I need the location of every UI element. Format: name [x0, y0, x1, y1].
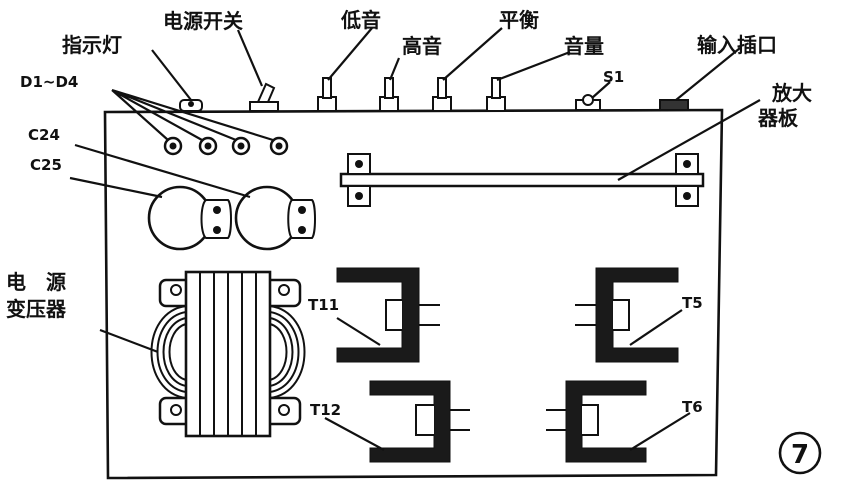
input-jack: [659, 99, 689, 111]
s1-leader: [591, 81, 611, 99]
label-power-transformer-2: 变压器: [6, 297, 67, 321]
label-treble: 高音: [402, 34, 442, 58]
capacitor-c25: [69, 176, 232, 251]
heatsink-t5: [575, 267, 683, 363]
heatsink-t11: [336, 267, 440, 363]
label-indicator-lamp: 指示灯: [62, 33, 122, 57]
volume-knob: [486, 77, 506, 112]
figure-number-circle: [778, 431, 822, 475]
label-t11: T11: [308, 296, 339, 314]
s1-switch: [575, 94, 601, 111]
label-amplifier-board-1: 放大: [771, 81, 812, 105]
label-diodes: D1~D4: [20, 73, 78, 91]
label-s1: S1: [603, 68, 624, 86]
bass-knob: [317, 77, 337, 112]
volume-leader: [496, 50, 571, 82]
power-switch-leader: [236, 29, 264, 87]
label-volume: 音量: [564, 34, 604, 58]
label-t6: T6: [682, 398, 703, 416]
bass-leader: [327, 27, 373, 81]
label-input-jack: 输入插口: [697, 33, 777, 57]
power-transformer: [99, 270, 306, 438]
label-amplifier-board-2: 器板: [757, 106, 799, 130]
label-c25: C25: [30, 156, 62, 174]
label-balance: 平衡: [499, 8, 539, 32]
label-t12: T12: [310, 401, 341, 419]
label-c24: C24: [28, 126, 60, 144]
label-power-transformer-1: 电 源: [6, 270, 66, 294]
balance-knob: [432, 77, 452, 112]
power-switch: [249, 82, 279, 112]
treble-knob: [379, 77, 399, 112]
treble-leader: [388, 57, 401, 81]
balance-leader: [442, 27, 503, 81]
diodes-group: [111, 88, 289, 156]
heatsink-t12: [324, 380, 470, 463]
heatsink-t6: [546, 380, 691, 463]
figure-number: 7: [791, 440, 809, 470]
input-jack-leader: [675, 47, 741, 101]
indicator-leader: [151, 49, 192, 101]
capacitor-c24: [74, 143, 316, 251]
label-power-switch: 电源开关: [163, 9, 243, 33]
indicator-lamp: [179, 99, 203, 112]
label-bass: 低音: [340, 8, 381, 32]
amplifier-board: [339, 99, 761, 207]
label-t5: T5: [682, 294, 703, 312]
